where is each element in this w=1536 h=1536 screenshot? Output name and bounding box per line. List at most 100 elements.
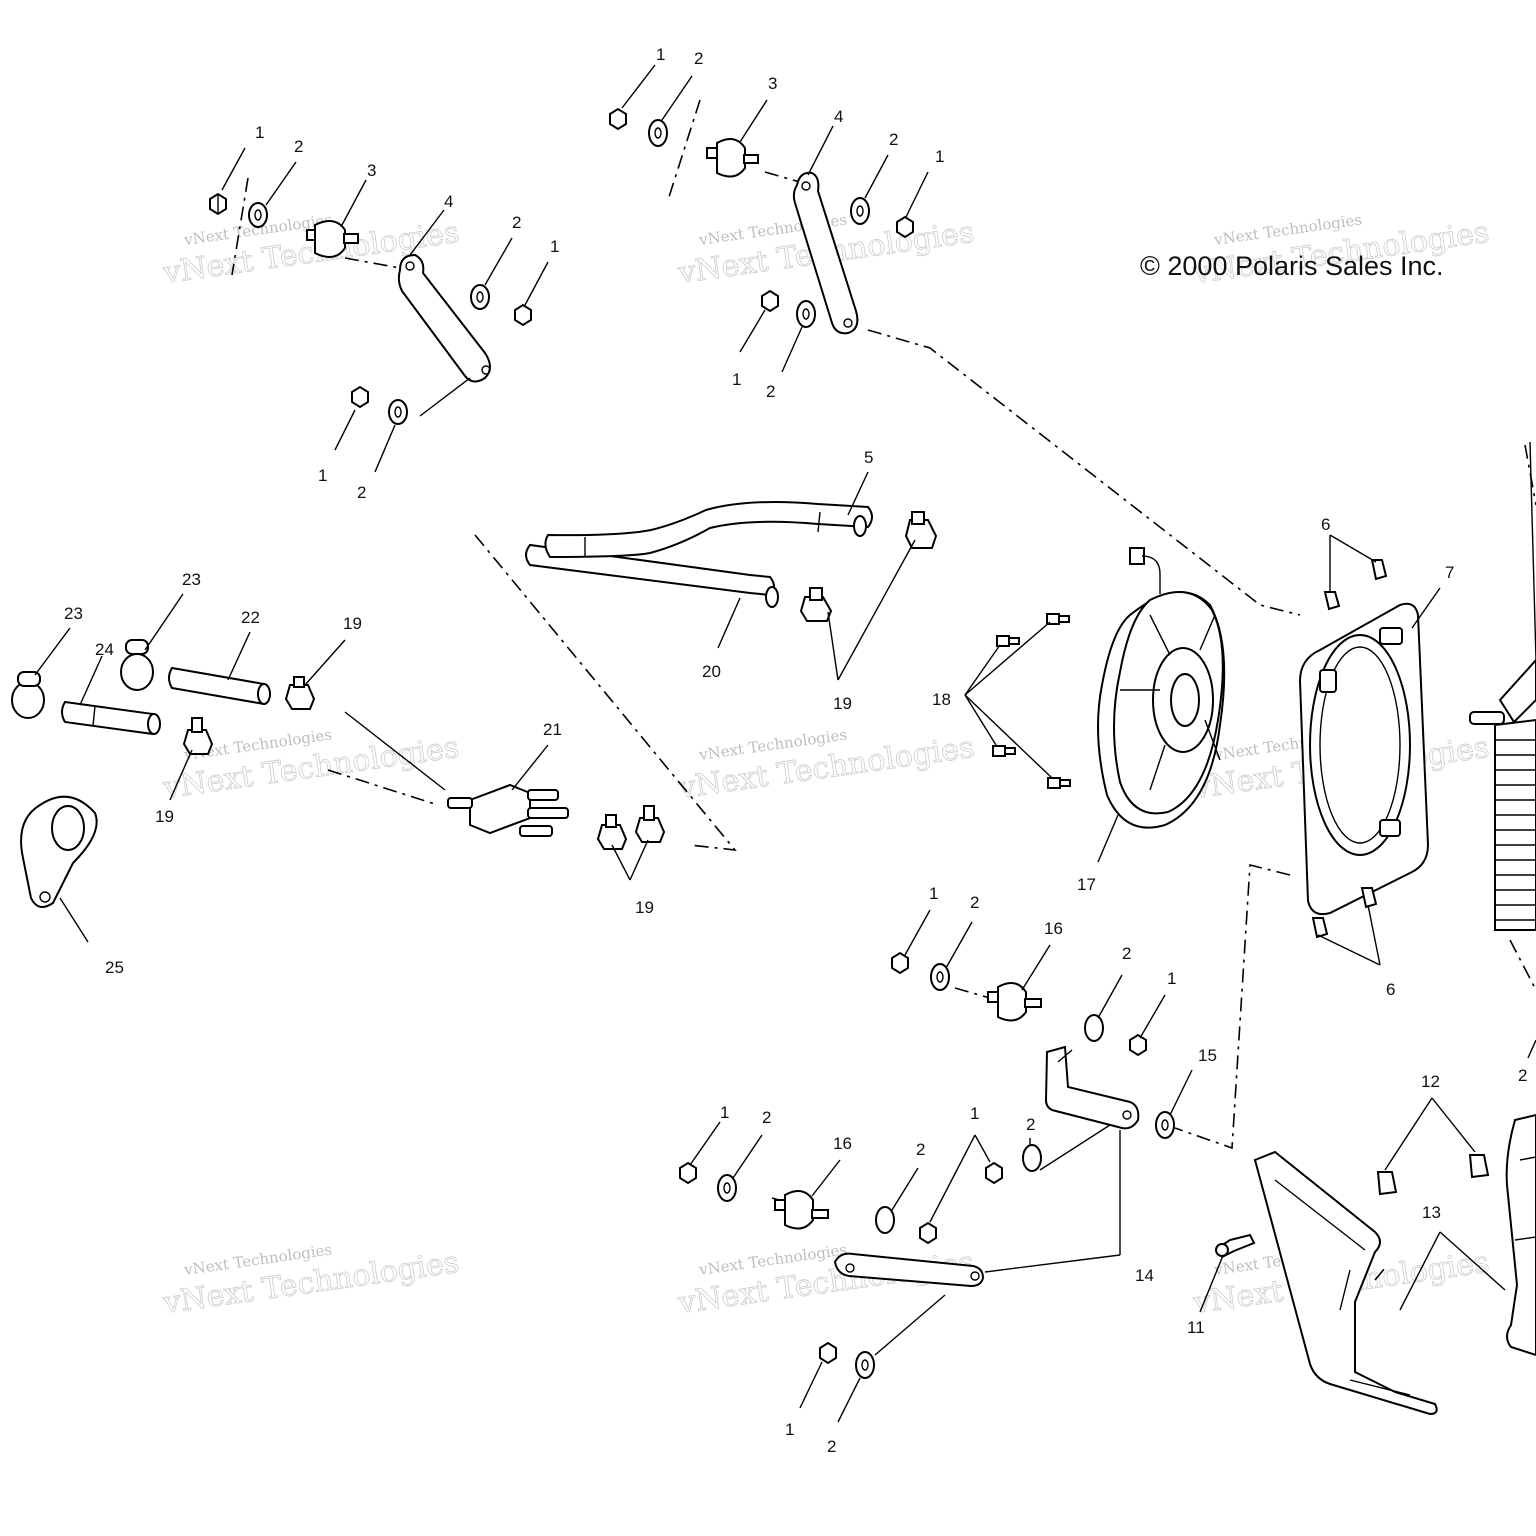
callout: 23 (64, 604, 83, 623)
callout: 1 (656, 45, 665, 64)
mount-bracket (792, 171, 859, 335)
callout: 6 (1386, 980, 1395, 999)
nut (919, 1221, 937, 1245)
hose-section (168, 666, 271, 706)
washer (1084, 1014, 1104, 1042)
nut (351, 385, 369, 409)
washer (388, 399, 408, 425)
radiator (1469, 441, 1536, 931)
callout: 2 (694, 49, 703, 68)
nut (896, 215, 914, 239)
callout: 16 (833, 1134, 852, 1153)
callout: 1 (1167, 969, 1176, 988)
washer (1022, 1144, 1042, 1172)
callout: 1 (785, 1420, 794, 1439)
callout: 1 (318, 466, 327, 485)
nut (679, 1161, 697, 1185)
callout: 2 (889, 130, 898, 149)
nut (761, 289, 779, 313)
callout: 17 (1077, 875, 1096, 894)
callout: 3 (367, 161, 376, 180)
callout: 18 (932, 690, 951, 709)
washer (796, 300, 816, 328)
callout: 4 (834, 107, 843, 126)
hose-clamp (596, 814, 628, 850)
washer (930, 963, 950, 991)
callout: 2 (512, 213, 521, 232)
callout: 2 (1026, 1115, 1035, 1134)
washer (248, 202, 268, 228)
mount-bracket (833, 1252, 985, 1288)
callout: 23 (182, 570, 201, 589)
callout: 2 (766, 382, 775, 401)
watermark: vNext Technologies vNext Technologies (160, 1240, 462, 1321)
washer (648, 119, 668, 147)
callout: 1 (255, 123, 264, 142)
callout: 1 (720, 1103, 729, 1122)
washer (470, 284, 490, 310)
upper-left-mount (209, 192, 532, 425)
callout: 13 (1422, 1203, 1441, 1222)
hose-clamp (634, 805, 666, 843)
callout: 2 (1122, 944, 1131, 963)
washer (850, 197, 870, 225)
hose-clamp (904, 511, 938, 549)
callout: 5 (864, 448, 873, 467)
nut (985, 1161, 1003, 1185)
callout: 2 (1518, 1066, 1527, 1085)
clip (1311, 917, 1329, 939)
nut (891, 951, 909, 975)
clip (1370, 559, 1388, 581)
washer (717, 1174, 737, 1202)
rubber-isolator (774, 1190, 829, 1230)
washer (875, 1206, 895, 1234)
callout: 25 (105, 958, 124, 977)
callout-labels: 1 2 3 4 2 1 1 2 1 2 3 4 2 1 1 2 5 20 19 … (64, 45, 1527, 1456)
tee-connector-assembly (11, 639, 569, 837)
bolt (996, 635, 1020, 647)
hose-assembly (525, 501, 873, 608)
callout: 2 (762, 1108, 771, 1127)
nut (1129, 1033, 1147, 1057)
callout: 20 (702, 662, 721, 681)
callout: 19 (155, 807, 174, 826)
bolt (1046, 613, 1070, 625)
callout: 22 (241, 608, 260, 627)
upper-middle-mount (609, 107, 914, 335)
deflector-panel (1505, 1113, 1536, 1357)
watermark-group: vNext Technologies vNext Technologies vN… (160, 210, 1492, 1321)
callout: 2 (294, 137, 303, 156)
clip (1323, 591, 1341, 611)
callout: 14 (1135, 1266, 1154, 1285)
rubber-isolator (306, 220, 359, 258)
callout: 1 (929, 884, 938, 903)
callout: 16 (1044, 919, 1063, 938)
callout: 7 (1445, 563, 1454, 582)
clamp-ring (120, 639, 154, 691)
deflector-panel (1253, 1150, 1438, 1416)
callout: 1 (935, 147, 944, 166)
washer (1155, 1111, 1175, 1139)
nut (209, 192, 227, 216)
callout: 1 (550, 237, 559, 256)
clip (1360, 887, 1378, 909)
copyright-notice: © 2000 Polaris Sales Inc. (1140, 251, 1444, 281)
bolts (992, 613, 1071, 789)
nut (514, 303, 532, 327)
callout: 3 (768, 74, 777, 93)
callout: 19 (833, 694, 852, 713)
bolt (992, 745, 1016, 757)
clamp-ring (11, 671, 45, 719)
mount-bracket (397, 253, 491, 383)
callout: 24 (95, 640, 114, 659)
hose-clamp (182, 717, 214, 755)
callout: 2 (970, 893, 979, 912)
hose-clamp (799, 587, 833, 622)
cable-clamp (20, 795, 98, 908)
bolt (1047, 777, 1071, 789)
cooling-fan (1097, 547, 1226, 829)
rubber-isolator (706, 138, 759, 178)
hose-section (61, 700, 161, 736)
callout: 4 (444, 192, 453, 211)
